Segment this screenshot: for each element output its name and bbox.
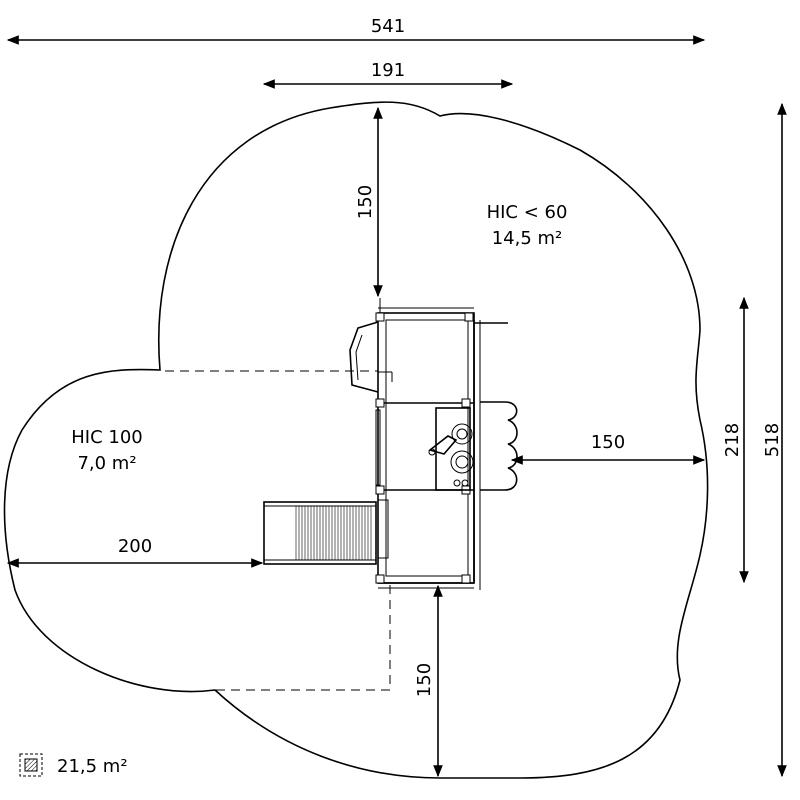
hic100-label: HIC 100 bbox=[71, 427, 143, 448]
hic60-area: 14,5 m² bbox=[492, 228, 563, 249]
side-climber bbox=[480, 401, 518, 491]
activity-panel bbox=[428, 407, 474, 491]
hic100-area: 7,0 m² bbox=[77, 453, 136, 474]
legend: 21,5 m² bbox=[19, 753, 128, 777]
hatched-square-icon bbox=[19, 753, 43, 777]
safety-zone-outline bbox=[3, 101, 709, 779]
hic60-label: HIC < 60 bbox=[487, 202, 568, 223]
hic100-zone-boundary bbox=[165, 370, 391, 691]
dimension-label-200: 200 bbox=[118, 536, 152, 557]
dimension-label-518: 518 bbox=[762, 423, 783, 457]
dimension-label-541: 541 bbox=[371, 16, 405, 37]
dimension-label-top-150: 150 bbox=[355, 185, 376, 219]
play-tower bbox=[375, 298, 508, 590]
dimension-label-191: 191 bbox=[371, 60, 405, 81]
legend-total-area: 21,5 m² bbox=[57, 756, 128, 777]
dimension-label-218: 218 bbox=[722, 423, 743, 457]
slide bbox=[263, 501, 377, 565]
dimension-label-right-150: 150 bbox=[591, 432, 625, 453]
entry-roof-element bbox=[349, 321, 393, 393]
dimension-label-bottom-150: 150 bbox=[414, 663, 435, 697]
